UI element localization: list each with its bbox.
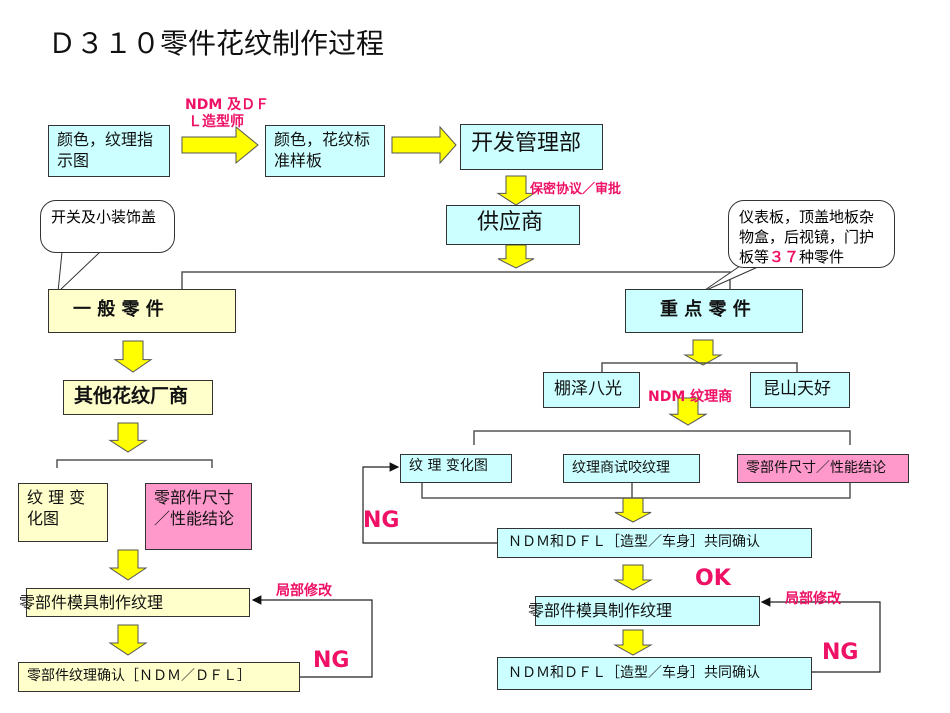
size-performance-box: 零部件尺寸／性能结论 xyxy=(737,454,909,483)
mold-texture-label: 零部件模具制作纹理 xyxy=(528,601,673,620)
arrow-down xyxy=(668,397,708,426)
callout-right: 仪表板，顶盖地板杂物盒，后视镜，门护板等３７种零件 xyxy=(728,200,895,268)
color-texture-guide-box: 颜色，纹理指示图 xyxy=(48,125,170,177)
mold-texture-box: 零部件模具制作纹理 xyxy=(19,588,250,617)
modify-label: 局部修改 xyxy=(785,591,841,607)
page-title: Ｄ３１０零件花纹制作过程 xyxy=(48,27,385,60)
parts-count: ３７ xyxy=(769,248,800,266)
designer-label: Ｌ造型师 xyxy=(188,114,244,130)
ok-label: OK xyxy=(695,566,731,591)
arrow-down xyxy=(613,564,653,591)
vendor-box: 昆山天好 xyxy=(750,372,850,408)
standard-sample-box: 颜色，花纹标准样板 xyxy=(265,125,385,177)
ng-label: NG xyxy=(822,640,859,665)
arrow-down xyxy=(683,339,723,366)
mold-texture-label: 零部件模具制作纹理 xyxy=(19,593,164,612)
ng-label: NG xyxy=(313,648,350,673)
key-parts-box: 重 点 零 件 xyxy=(625,289,803,333)
arrow-down xyxy=(613,629,653,656)
arrow-down xyxy=(108,549,148,581)
supplier-box: 供应商 xyxy=(446,205,580,245)
callout-text: 仪表板，顶盖地板杂物盒，后视镜，门护板等 xyxy=(739,208,875,266)
vendor-label: NDM 纹理商 xyxy=(648,389,733,405)
size-performance-box: 零部件尺寸／性能结论 xyxy=(145,483,252,550)
arrow-right xyxy=(391,125,457,165)
arrow-right xyxy=(181,125,259,165)
texture-change-box: 纹 理 变化图 xyxy=(400,454,512,483)
arrow-down xyxy=(113,340,153,373)
arrow-down xyxy=(496,175,536,206)
arrow-down xyxy=(108,624,148,656)
arrow-down xyxy=(614,497,652,523)
dev-management-box: 开发管理部 xyxy=(460,124,603,170)
callout-left: 开关及小装饰盖 xyxy=(40,200,175,253)
modify-label: 局部修改 xyxy=(276,583,332,599)
callout-text: 种零件 xyxy=(799,248,845,266)
vendor-box: 棚泽八光 xyxy=(543,372,640,408)
ng-label: NG xyxy=(363,508,400,533)
texture-confirm-box: 零部件纹理确认［ＮＤＭ／ＤＦＬ］ xyxy=(18,662,300,692)
joint-confirm-box: ＮＤＭ和ＤＦＬ［造型／车身］共同确认 xyxy=(497,528,812,558)
other-vendors-box: 其他花纹厂商 xyxy=(63,380,213,415)
general-parts-box: 一 般 零 件 xyxy=(48,289,236,333)
ndm-dfl-label: NDM 及ＤＦ xyxy=(185,97,270,113)
mold-texture-box: 零部件模具制作纹理 xyxy=(528,596,760,626)
texture-change-box: 纹 理 变化图 xyxy=(18,483,108,542)
vendor-trial-box: 纹理商试咬纹理 xyxy=(563,454,700,483)
arrow-down xyxy=(497,244,535,269)
nda-label: 保密协议／审批 xyxy=(530,182,622,197)
arrow-down xyxy=(108,422,148,453)
joint-confirm-box: ＮＤＭ和ＤＦＬ［造型／车身］共同确认 xyxy=(497,657,812,690)
